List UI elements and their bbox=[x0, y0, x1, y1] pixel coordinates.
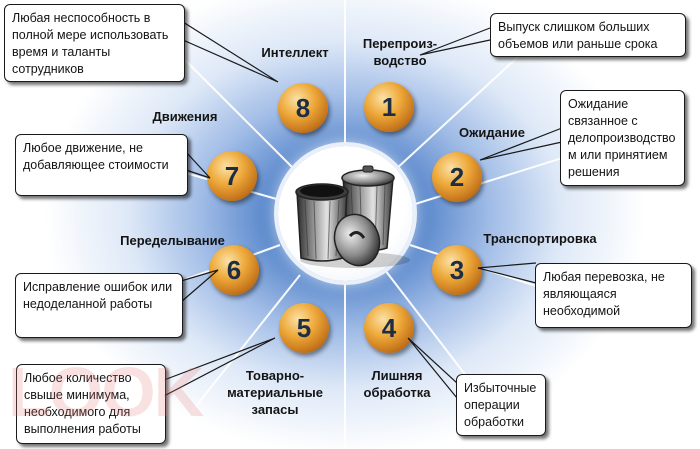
pointer-7 bbox=[185, 151, 211, 179]
watermark: LOOK bbox=[8, 353, 204, 431]
badge-1: 1 bbox=[364, 82, 414, 132]
badge-3: 3 bbox=[432, 245, 482, 295]
badge-8: 8 bbox=[278, 83, 328, 133]
ray-top-left bbox=[174, 49, 296, 171]
badge-5: 5 bbox=[279, 303, 329, 353]
badge-4: 4 bbox=[364, 303, 414, 353]
title-2: Ожидание bbox=[459, 125, 525, 140]
trash-cans-icon bbox=[295, 165, 410, 268]
callout-3: Любая перевозка, не являющаяся необходим… bbox=[535, 263, 692, 328]
badge-7: 7 bbox=[207, 151, 257, 201]
badge-2: 2 bbox=[432, 152, 482, 202]
callout-8: Любая неспособность в полной мере исполь… bbox=[4, 4, 185, 82]
callout-6: Исправление ошибок или недоделанной рабо… bbox=[15, 273, 183, 338]
callout-4: Избыточные операции обработки bbox=[456, 374, 546, 436]
pointer-8 bbox=[182, 21, 279, 83]
title-7: Движения bbox=[152, 109, 218, 124]
pointer-4 bbox=[407, 337, 458, 399]
title-4: Лишняя обработка bbox=[363, 368, 431, 400]
pointer-3 bbox=[477, 262, 537, 284]
callout-5: Любое количество свыше минимума, необход… bbox=[16, 364, 166, 444]
title-3: Транспортировка bbox=[483, 231, 597, 246]
title-5: Товарно- материальные запасы bbox=[227, 368, 323, 417]
pointer-2 bbox=[479, 127, 563, 161]
callout-1: Выпуск слишком больших объемов или раньш… bbox=[490, 13, 686, 57]
ray-bottom-left bbox=[184, 274, 301, 421]
title-1: Перепроиз- водство bbox=[362, 36, 438, 68]
callout-7: Любое движение, не добавляющее стоимости bbox=[15, 134, 188, 196]
pointer-1 bbox=[419, 27, 491, 56]
pointer-5 bbox=[163, 337, 276, 397]
callout-2: Ожидание связанное с делопроизводство м … bbox=[560, 90, 685, 186]
pointer-6 bbox=[180, 269, 219, 303]
ray-top-right bbox=[394, 54, 521, 171]
title-8: Интеллект bbox=[261, 45, 329, 60]
title-6: Переделывание bbox=[120, 233, 225, 248]
